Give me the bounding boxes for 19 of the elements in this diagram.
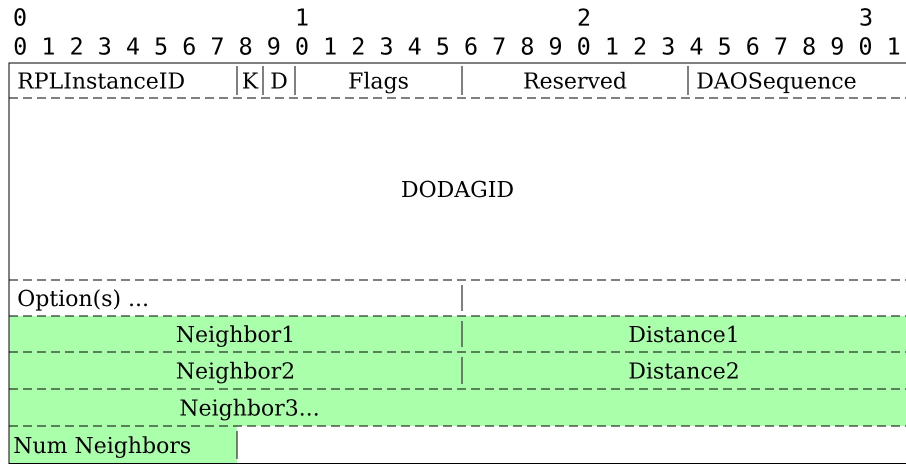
packet-field: Neighbor2	[176, 362, 294, 384]
bit-number: 3	[860, 8, 872, 26]
packet-field: D	[271, 72, 287, 88]
packet-field: Option(s) ...	[18, 289, 147, 311]
packet-field: Neighbor3...	[180, 398, 318, 420]
packet-field: Num Neighbors	[14, 436, 190, 458]
packet-field: Flags	[349, 72, 408, 94]
packet-field: DODAGID	[402, 180, 513, 198]
bit-number: 1	[298, 8, 308, 26]
packet-field: DAOSequence	[697, 72, 856, 94]
packet-field: Distance1	[630, 326, 737, 342]
packet-field: Distance2	[630, 362, 738, 379]
packet-field: Neighbor1	[176, 325, 292, 347]
packet-field: RPLInstanceID	[18, 72, 184, 89]
packet-field: K	[243, 72, 259, 88]
packet-field: Reserved	[524, 72, 626, 89]
bit-number: 0	[14, 8, 26, 26]
bit-number: 2	[578, 8, 590, 26]
bit-ruler: 0 1 2 3 4 5 6 7 8 9 0 1 2 3 4 5 6 7 8 9 0 1 2 3 4 5 6 7 8 9 0 1	[14, 37, 900, 55]
